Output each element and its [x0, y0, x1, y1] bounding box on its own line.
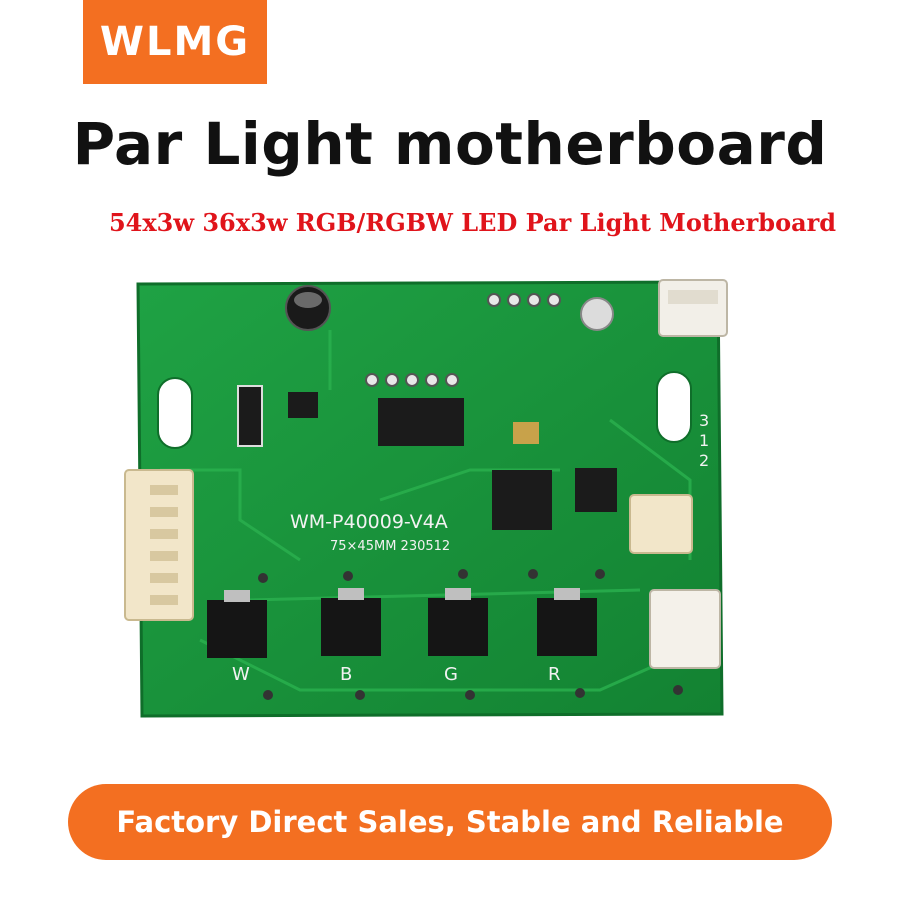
crystal — [513, 422, 539, 444]
solder-pads — [258, 569, 683, 700]
brand-badge: WLMG — [83, 0, 267, 84]
right-connector-2 — [649, 589, 721, 669]
pin-label-2: 2 — [699, 451, 709, 470]
channel-label-w: W — [232, 664, 250, 685]
mount-slot-left — [157, 377, 193, 449]
mount-slot-right — [656, 371, 692, 443]
regulator — [288, 392, 318, 418]
channel-label-g: G — [444, 664, 458, 685]
top-connector — [658, 279, 728, 337]
board-model: WM-P40009-V4A — [290, 511, 448, 533]
ic-main — [378, 398, 464, 446]
footer-tagline: Factory Direct Sales, Stable and Reliabl… — [116, 805, 784, 839]
page-subtitle: 54x3w 36x3w RGB/RGBW LED Par Light Mothe… — [108, 208, 837, 237]
mosfets — [207, 598, 597, 658]
right-connector-1 — [629, 494, 693, 554]
channel-label-b: B — [340, 664, 352, 685]
brand-name: WLMG — [99, 19, 251, 65]
pin-header-top — [487, 293, 561, 307]
pin-header-mid — [365, 373, 459, 387]
channel-label-r: R — [548, 664, 561, 685]
pin-label-3: 3 — [699, 411, 709, 430]
ic-center — [492, 470, 552, 530]
pin-label-1: 1 — [699, 431, 709, 450]
board-size-date: 75×45MM 230512 — [330, 539, 450, 554]
page-title: Par Light motherboard — [72, 110, 828, 178]
resistor-large — [237, 385, 263, 447]
footer-banner: Factory Direct Sales, Stable and Reliabl… — [68, 784, 832, 860]
buzzer — [580, 297, 614, 331]
ic-right — [575, 468, 617, 512]
